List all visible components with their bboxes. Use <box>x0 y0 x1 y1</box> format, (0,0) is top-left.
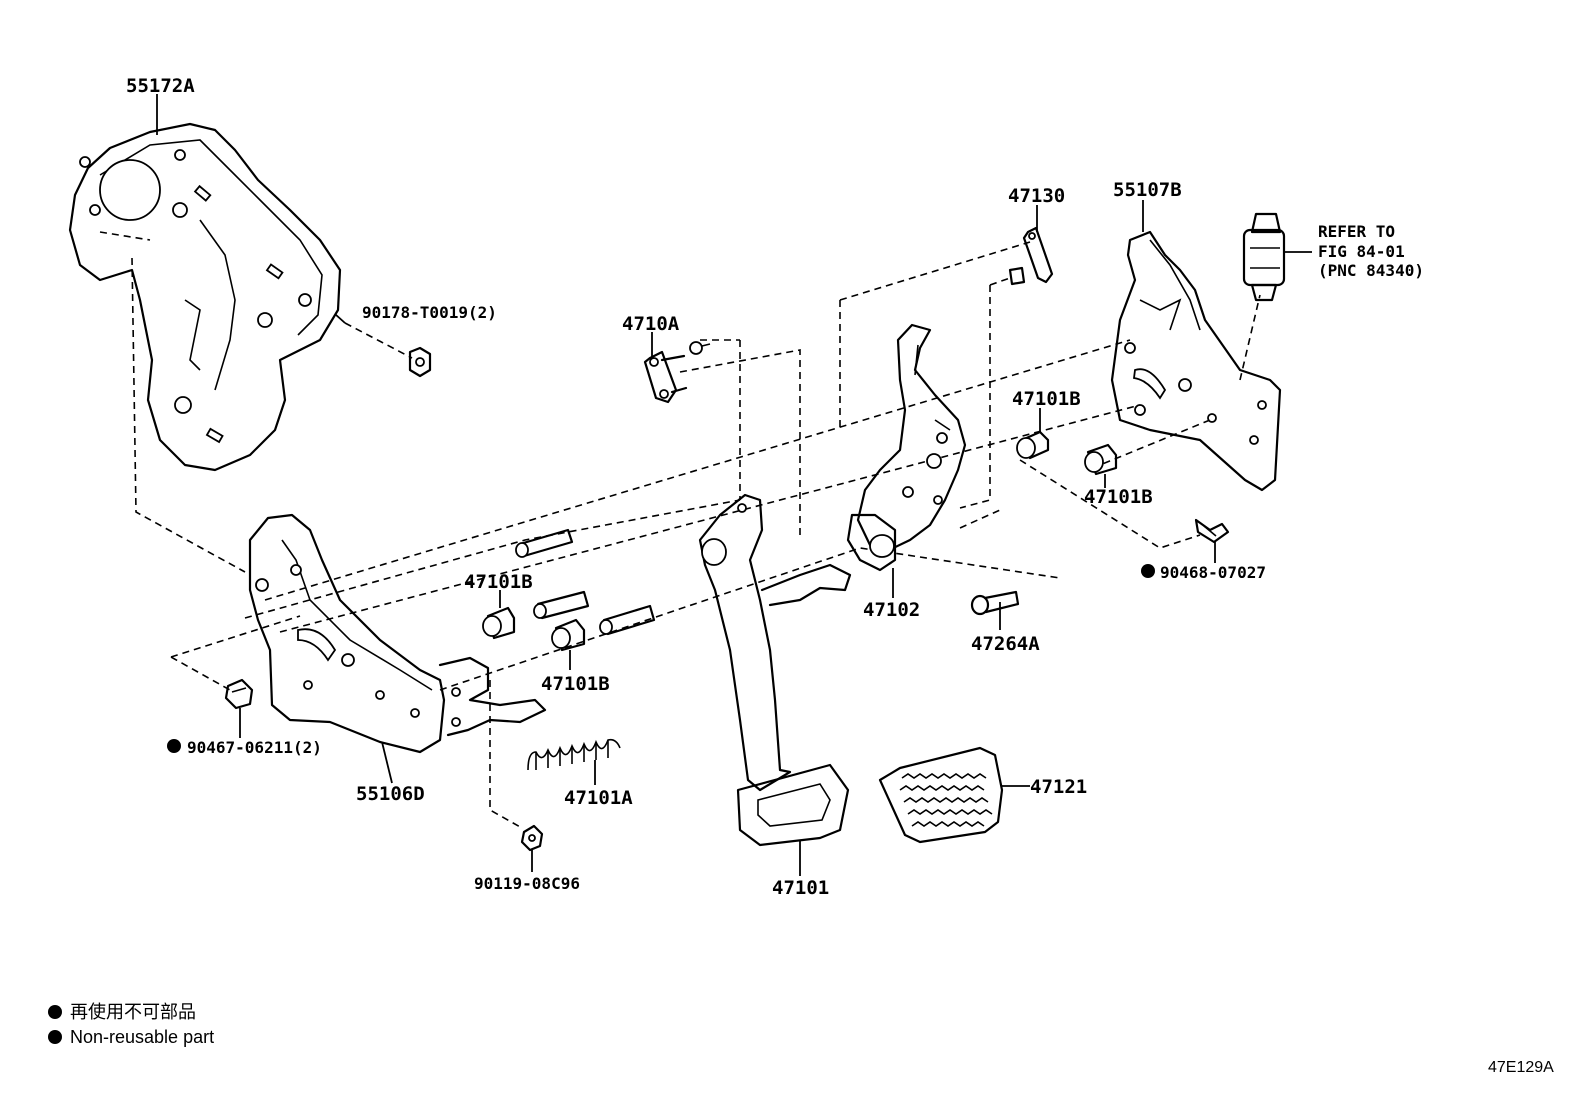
legend-dot-japanese <box>48 1005 62 1019</box>
refer-line-1: REFER TO <box>1318 222 1395 241</box>
pedal-pad-47121-drawing <box>878 746 1004 844</box>
label-90467: 90467-06211(2) <box>187 738 322 757</box>
legend-japanese: 再使用不可部品 <box>70 1002 196 1022</box>
refer-line-3: (PNC 84340) <box>1318 261 1424 280</box>
assembly-lines <box>99 231 1261 829</box>
label-55106d: 55106D <box>356 783 425 805</box>
legend-english: Non-reusable part <box>70 1027 214 1047</box>
clip-90467-drawing <box>224 678 254 710</box>
legend-dot-english <box>48 1030 62 1044</box>
label-47101b-center: 47101B <box>541 673 610 695</box>
bushings-right-drawing <box>1016 430 1118 476</box>
stop-lamp-switch-drawing <box>1242 212 1286 302</box>
label-55172a: 55172A <box>126 75 195 97</box>
label-47102: 47102 <box>863 599 920 621</box>
bolt-47264a-drawing <box>970 590 1020 616</box>
refer-line-2: FIG 84-01 <box>1318 242 1405 261</box>
label-47121: 47121 <box>1030 776 1087 798</box>
label-47101: 47101 <box>772 877 829 899</box>
non-reusable-marker-90468 <box>1141 564 1155 578</box>
figure-id: 47E129A <box>1488 1059 1554 1076</box>
part-labels: 55172A 90178-T0019(2) 4710A 47130 55107B… <box>126 75 1424 899</box>
leader-lines <box>156 94 1312 876</box>
label-47101b-upper-right: 47101B <box>1012 388 1081 410</box>
brake-pedal-47101-drawing <box>698 493 852 847</box>
bolt-90119-drawing <box>520 824 544 852</box>
label-90468: 90468-07027 <box>1160 563 1266 582</box>
label-55107b: 55107B <box>1113 179 1182 201</box>
clip-90468-drawing <box>1194 518 1230 544</box>
legend: 再使用不可部品 Non-reusable part <box>48 1002 214 1047</box>
label-47130: 47130 <box>1008 185 1065 207</box>
link-4710a-drawing <box>643 341 711 404</box>
label-4710a: 4710A <box>622 313 680 335</box>
label-90178: 90178-T0019(2) <box>362 303 497 322</box>
nut-90178-drawing <box>408 346 432 378</box>
label-47101b-lower-right: 47101B <box>1084 486 1153 508</box>
label-47101b-left: 47101B <box>464 571 533 593</box>
clip-47130-drawing <box>1008 226 1054 286</box>
non-reusable-marker-90467 <box>167 739 181 753</box>
pedal-arm-47102-drawing <box>846 323 967 572</box>
label-47101a: 47101A <box>564 787 633 809</box>
bracket-55106d-drawing <box>248 513 547 754</box>
label-47264a: 47264A <box>971 633 1040 655</box>
bracket-55172a-drawing <box>68 122 342 472</box>
bracket-55107b-drawing <box>1110 230 1282 492</box>
pins-center-drawing <box>482 528 656 652</box>
label-90119: 90119-08C96 <box>474 874 580 893</box>
spring-47101a-drawing <box>527 738 621 771</box>
